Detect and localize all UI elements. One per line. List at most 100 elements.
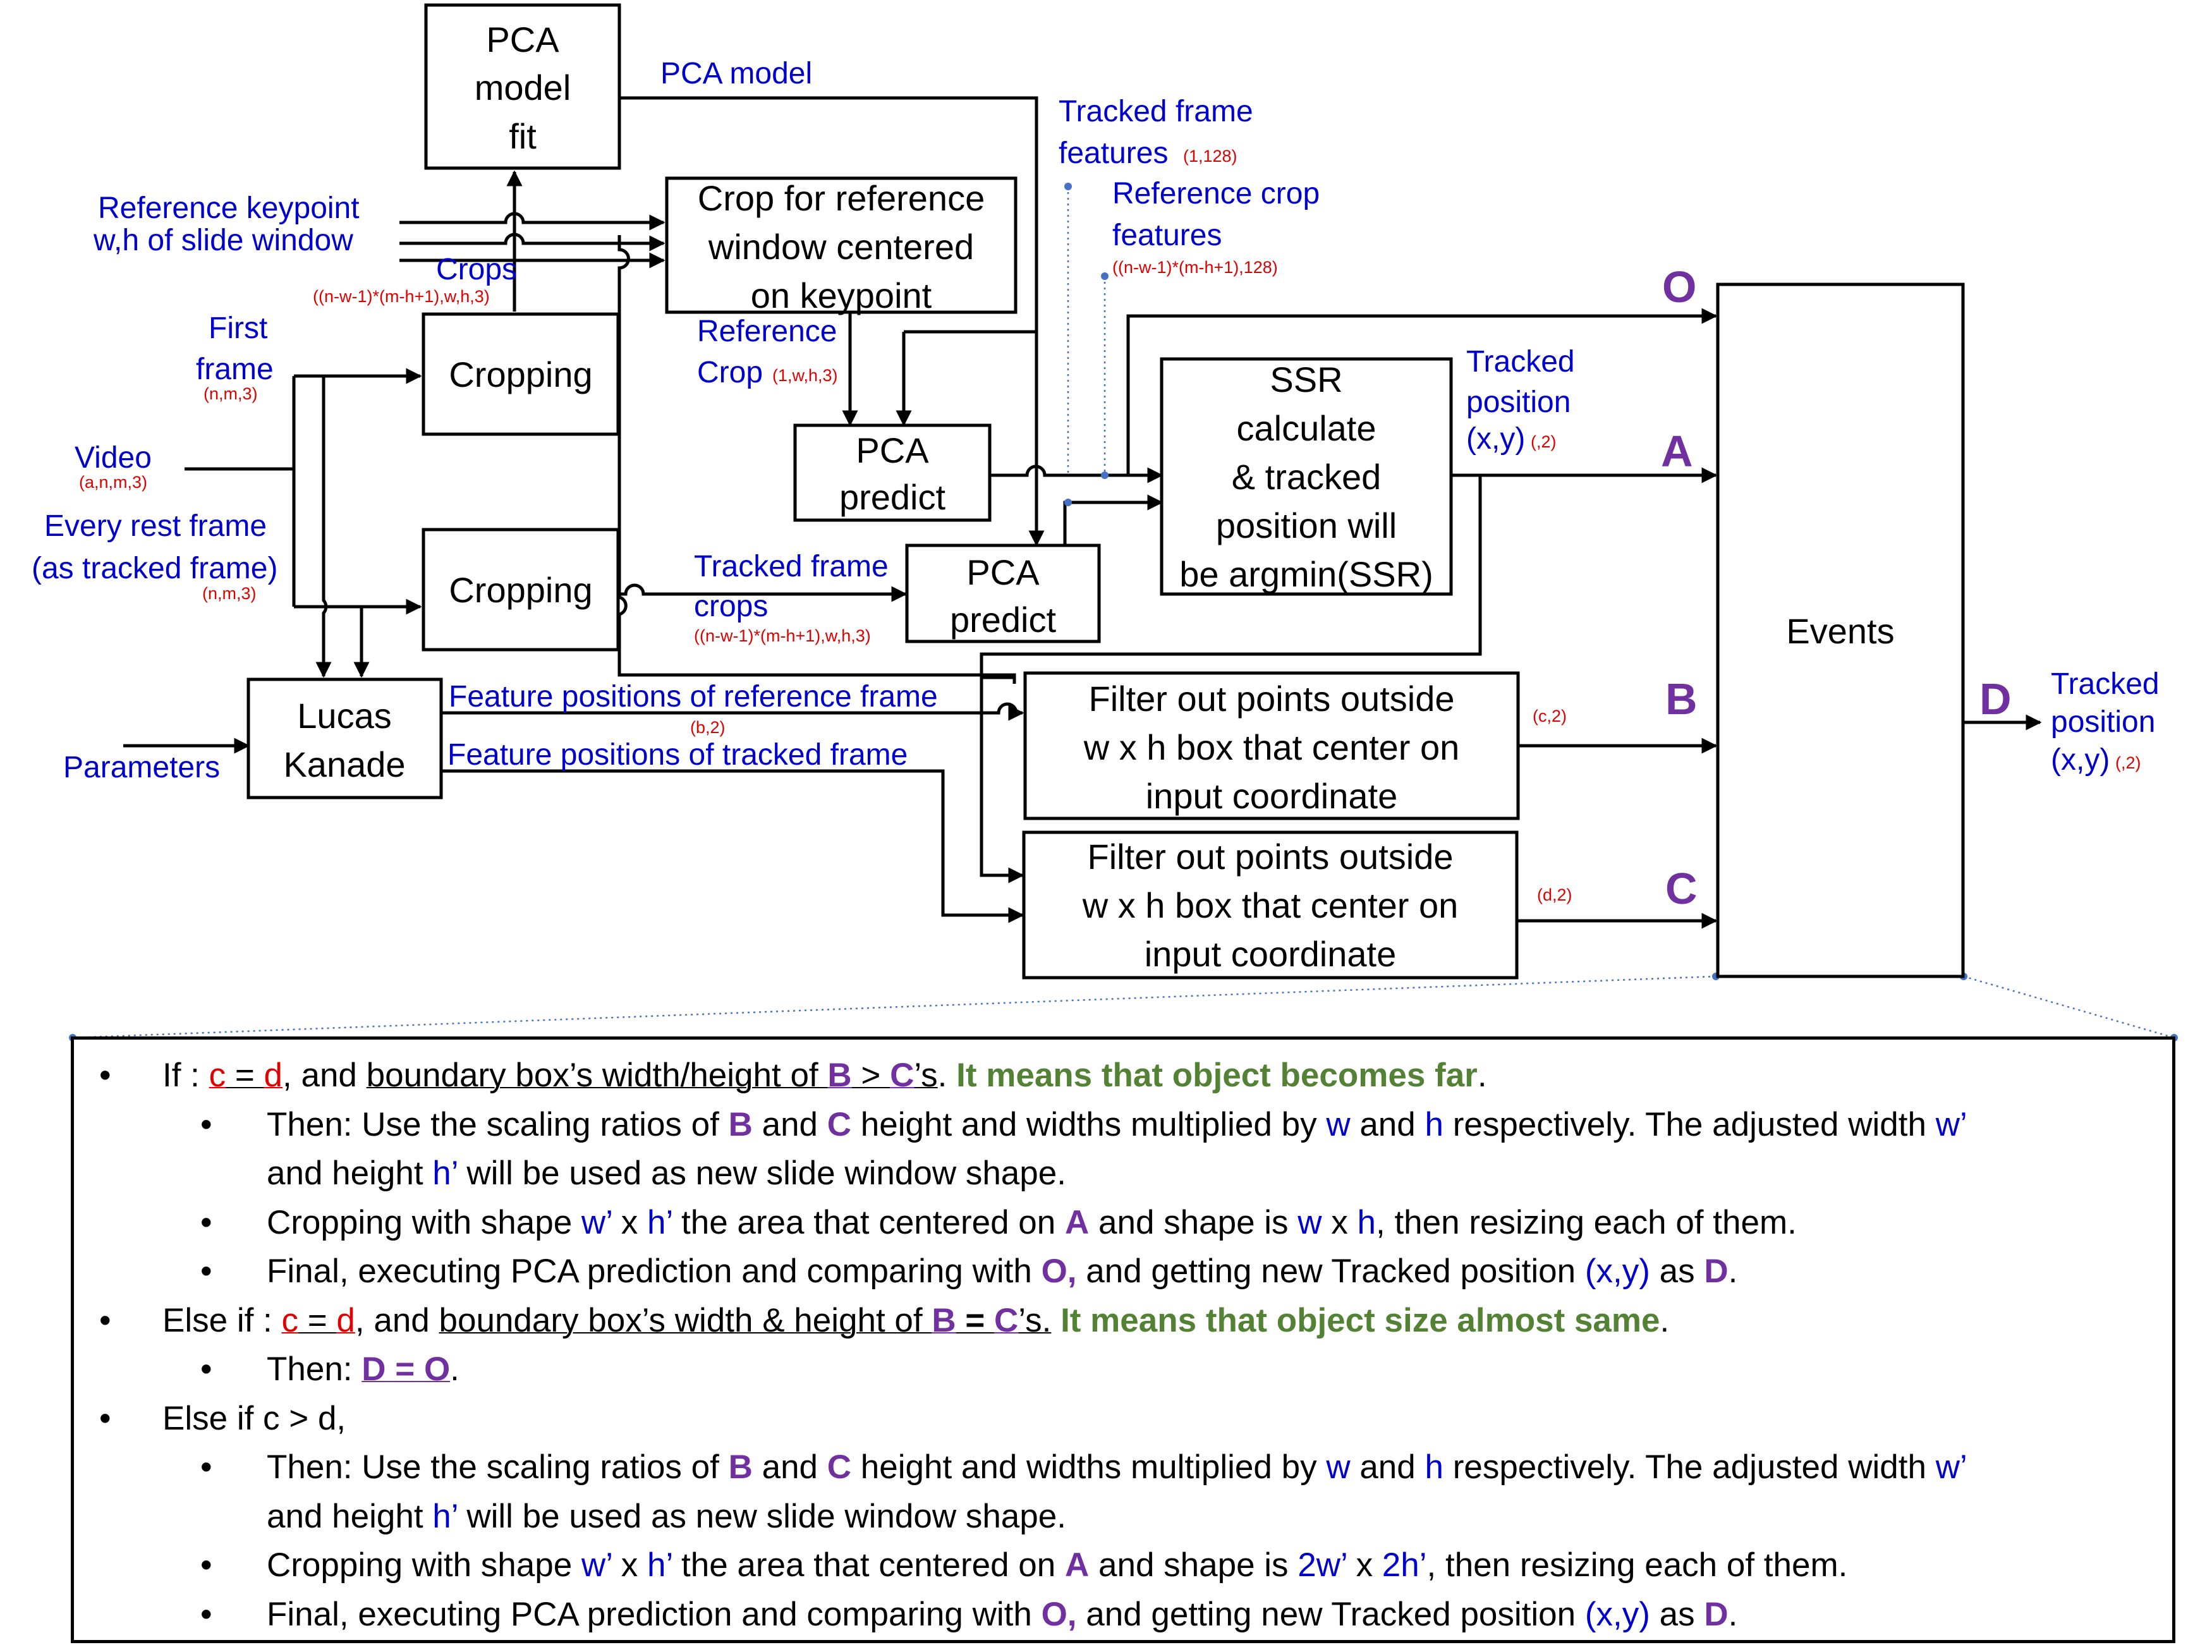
ssr-line-4: position will bbox=[1216, 506, 1397, 545]
ssr-box: SSR calculate & tracked position will be… bbox=[1160, 357, 1453, 596]
tracked-position-out-label-1: Tracked bbox=[2051, 667, 2160, 701]
note-c-letter: C bbox=[994, 1301, 1019, 1339]
note-text: and bbox=[1350, 1449, 1425, 1486]
tracked-frame-features-shape: (1,128) bbox=[1183, 147, 1237, 166]
tracked-frame-crops-label-2: crops bbox=[694, 590, 768, 623]
crops-label: Crops bbox=[436, 253, 517, 286]
event-letters: O A B C D bbox=[1661, 262, 2012, 913]
bullet: • bbox=[200, 1449, 212, 1486]
note-text: height and widths multiplied by bbox=[851, 1449, 1327, 1486]
letter-d: D bbox=[1979, 674, 2012, 724]
note-b: B bbox=[728, 1449, 753, 1486]
note-c-letter: C bbox=[827, 1105, 852, 1143]
note-text: and height bbox=[267, 1155, 433, 1192]
note-then-scaling-1-cont: and height h’ will be used as new slide … bbox=[74, 1149, 2172, 1198]
note-b: B bbox=[827, 1057, 852, 1094]
tracked-position-out-label-2: position bbox=[2051, 705, 2155, 739]
note-text: will be used as new slide window shape. bbox=[457, 1155, 1066, 1192]
note-text: Final, executing PCA prediction and comp… bbox=[267, 1253, 1042, 1290]
pca-predict-2-line-1: PCA bbox=[966, 552, 1040, 592]
bullet: • bbox=[200, 1351, 212, 1388]
tracked-position-out-label-3: (x,y) bbox=[2051, 743, 2110, 777]
note-text: , then resizing each of them. bbox=[1426, 1546, 1848, 1584]
note-text: x bbox=[1346, 1546, 1382, 1584]
slide-window-arrow-1 bbox=[399, 233, 665, 252]
note-text: ’s. bbox=[1018, 1301, 1052, 1339]
ssr-line-1: SSR bbox=[1270, 360, 1342, 399]
note-if-far: • If : c = d, and boundary box’s width/h… bbox=[74, 1051, 2172, 1100]
note-wprime: w’ bbox=[1935, 1449, 1967, 1486]
note-wprime: w’ bbox=[581, 1546, 612, 1584]
note-text: . bbox=[937, 1057, 957, 1094]
tracked-position-out-shape: (,2) bbox=[2115, 753, 2141, 772]
note-text bbox=[1051, 1302, 1060, 1339]
note-text: x bbox=[612, 1546, 647, 1584]
note-eq: = bbox=[226, 1057, 264, 1094]
cropping-bottom-label: Cropping bbox=[449, 570, 592, 610]
note-else-if-same: • Else if : c = d, and boundary box’s wi… bbox=[74, 1296, 2172, 1345]
every-rest-frame-shape: (n,m,3) bbox=[202, 584, 257, 603]
letter-c: C bbox=[1665, 864, 1698, 913]
d2-shape: (d,2) bbox=[1537, 885, 1572, 904]
note-text: Else if c > d, bbox=[162, 1399, 346, 1437]
filter-c-box: Filter out points outside w x h box that… bbox=[1022, 830, 1519, 980]
tracked-frame-crops-shape: ((n-w-1)*(m-h+1),w,h,3) bbox=[694, 626, 871, 645]
feature-pos-ref-label: Feature positions of reference frame bbox=[449, 680, 938, 714]
lk-line-2: Kanade bbox=[283, 744, 405, 784]
note-text: and shape is bbox=[1089, 1546, 1298, 1584]
note-gt: > bbox=[851, 1057, 890, 1094]
zoom-line-left bbox=[72, 975, 1717, 1039]
note-h: h bbox=[1357, 1203, 1376, 1241]
note-text: x bbox=[612, 1203, 647, 1241]
note-d-letter: D bbox=[1704, 1253, 1729, 1290]
note-text: . bbox=[1728, 1595, 1738, 1633]
note-d-eq-o: D = O bbox=[362, 1351, 451, 1388]
crop-ref-line-3: on keypoint bbox=[751, 276, 932, 315]
pca-fit-line-3: fit bbox=[509, 116, 537, 156]
filter-b-line-2: w x h box that center on bbox=[1083, 727, 1460, 767]
note-xy: (x,y) bbox=[1584, 1595, 1650, 1633]
note-text: as bbox=[1650, 1595, 1705, 1633]
note-a: A bbox=[1064, 1546, 1090, 1584]
filter-b-line-3: input coordinate bbox=[1146, 776, 1398, 816]
crops-shape: ((n-w-1)*(m-h+1),w,h,3) bbox=[313, 287, 490, 306]
reference-crop-label-1: Reference bbox=[697, 315, 837, 348]
tracked-frame-features-label-2: features bbox=[1059, 137, 1168, 170]
note-d: d bbox=[336, 1301, 355, 1339]
note-c: c bbox=[281, 1301, 299, 1339]
predict2-to-ssr bbox=[1063, 494, 1164, 545]
note-text: respectively. The adjusted width bbox=[1443, 1449, 1936, 1486]
note-then-scaling-2-cont: and height h’ will be used as new slide … bbox=[74, 1492, 2172, 1541]
every-rest-frame-label-1: Every rest frame bbox=[44, 509, 267, 543]
ssr-line-3: & tracked bbox=[1232, 457, 1382, 497]
cropping-bottom-box: Cropping bbox=[422, 528, 620, 652]
crop-ref-line-1: Crop for reference bbox=[698, 178, 985, 218]
note-o: O, bbox=[1041, 1595, 1077, 1633]
filter-c-line-1: Filter out points outside bbox=[1088, 837, 1454, 877]
bullet: • bbox=[200, 1253, 212, 1290]
ref-crop-features-dot-top bbox=[1101, 272, 1109, 280]
note-hprime: h’ bbox=[647, 1546, 672, 1584]
zoom-line-right bbox=[1963, 975, 2175, 1039]
note-text: as bbox=[1650, 1253, 1705, 1290]
bullet: • bbox=[200, 1546, 212, 1584]
pca-model-label: PCA model bbox=[660, 57, 812, 90]
note-text: the area that centered on bbox=[672, 1546, 1065, 1584]
note-final-1: • Final, executing PCA prediction and co… bbox=[74, 1247, 2172, 1296]
note-c-letter: C bbox=[827, 1449, 852, 1486]
note-w: w bbox=[1326, 1449, 1351, 1486]
note-xy: (x,y) bbox=[1584, 1253, 1650, 1290]
ref-crop-features-shape: ((n-w-1)*(m-h+1),128) bbox=[1112, 258, 1278, 277]
note-text: Final, executing PCA prediction and comp… bbox=[267, 1595, 1042, 1633]
lucas-kanade-box: Lucas Kanade bbox=[246, 677, 443, 799]
tracked-frame-crops-label-1: Tracked frame bbox=[694, 550, 889, 583]
note-w: w bbox=[1297, 1203, 1322, 1241]
tracked-features-dot-bottom bbox=[1064, 499, 1072, 506]
bullet: • bbox=[99, 1057, 111, 1094]
note-text: boundary box’s width & height of bbox=[439, 1301, 932, 1339]
predict1-to-ssr bbox=[990, 465, 1164, 483]
note-text: will be used as new slide window shape. bbox=[457, 1497, 1066, 1535]
note-c: c bbox=[209, 1057, 226, 1094]
note-text: , and bbox=[355, 1301, 439, 1339]
